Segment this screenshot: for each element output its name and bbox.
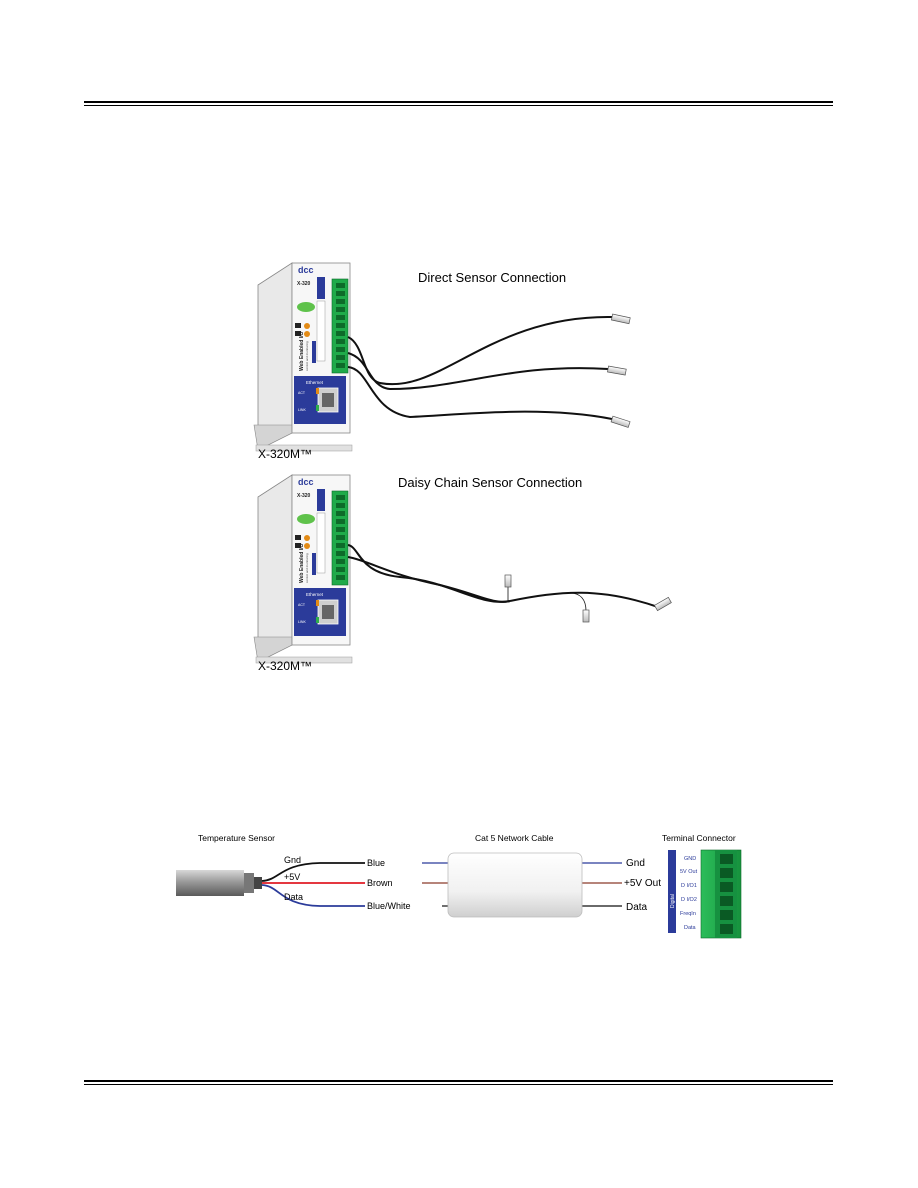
device-caption: X-320M™ [258, 659, 312, 673]
device-top: dcc X-320 Web Enabled I/O control and mo… [253, 262, 353, 461]
daisy-chain-cables [347, 544, 659, 608]
sensor-wire-5v: +5V [284, 872, 300, 882]
daisy-chain-title: Daisy Chain Sensor Connection [398, 475, 582, 490]
terminal-wire-gnd: Gnd [626, 858, 645, 869]
direct-cables [347, 315, 613, 420]
terminal-pin-5v: 5V Out [680, 869, 698, 875]
cat5-cable [447, 852, 583, 918]
brand-logo: dcc [298, 477, 314, 487]
sensor-wire-gnd: Gnd [284, 855, 301, 865]
cable-heading: Cat 5 Network Cable [475, 833, 554, 843]
power-led [297, 302, 315, 312]
temperature-sensor [176, 870, 262, 896]
cable-wire-brown: Brown [367, 878, 393, 888]
sensor-wires [261, 862, 365, 907]
device-model-label: X-320 [297, 493, 311, 499]
footer-rule [84, 1080, 833, 1085]
ethernet-label: Ethernet [306, 592, 324, 597]
side-text: Web Enabled I/O [299, 332, 305, 371]
side-text: Web Enabled I/O [299, 544, 305, 583]
sensor-connection-figure: dcc X-320 Web Enabled I/O control and mo… [253, 262, 672, 673]
direct-connection-title: Direct Sensor Connection [418, 270, 566, 285]
device-model-label: X-320 [297, 281, 311, 287]
terminal-wire-5v: +5V Out [624, 878, 661, 889]
device-caption: X-320M™ [258, 447, 312, 461]
daisy-sensor-probes [504, 574, 672, 623]
brand-logo: dcc [298, 265, 314, 275]
terminal-pin-data: Data [684, 925, 697, 931]
ethernet-label: Ethernet [306, 380, 324, 385]
terminal-wire-data: Data [626, 902, 648, 913]
link-label: LINK [298, 620, 306, 624]
terminal-connector: Digital GND 5V Out D I/O1 D I/O2 FreqIn … [668, 849, 742, 939]
power-led [297, 514, 315, 524]
side-subtext: control and monitoring [305, 553, 309, 583]
direct-sensor-probes [607, 313, 631, 428]
side-subtext: control and monitoring [305, 341, 309, 371]
sensor-heading: Temperature Sensor [198, 833, 275, 843]
cable-wire-blue-white: Blue/White [367, 901, 411, 911]
terminal-pin-dio1: D I/O1 [681, 883, 697, 889]
terminal-pin-gnd: GND [684, 856, 696, 862]
sensor-wire-data: Data [284, 892, 303, 902]
cable-wire-blue: Blue [367, 858, 385, 868]
terminal-side-label: Digital [670, 894, 676, 908]
link-label: LINK [298, 408, 306, 412]
header-rule [84, 101, 833, 106]
act-label: ACT [298, 391, 306, 395]
terminal-pin-freqin: FreqIn [680, 911, 696, 917]
wiring-figure: Temperature Sensor Cat 5 Network Cable T… [176, 833, 742, 939]
act-label: ACT [298, 603, 306, 607]
terminal-pin-dio2: D I/O2 [681, 897, 697, 903]
device-bottom: dcc X-320 Web Enabled I/O control and mo… [253, 474, 353, 673]
terminal-heading: Terminal Connector [662, 833, 736, 843]
